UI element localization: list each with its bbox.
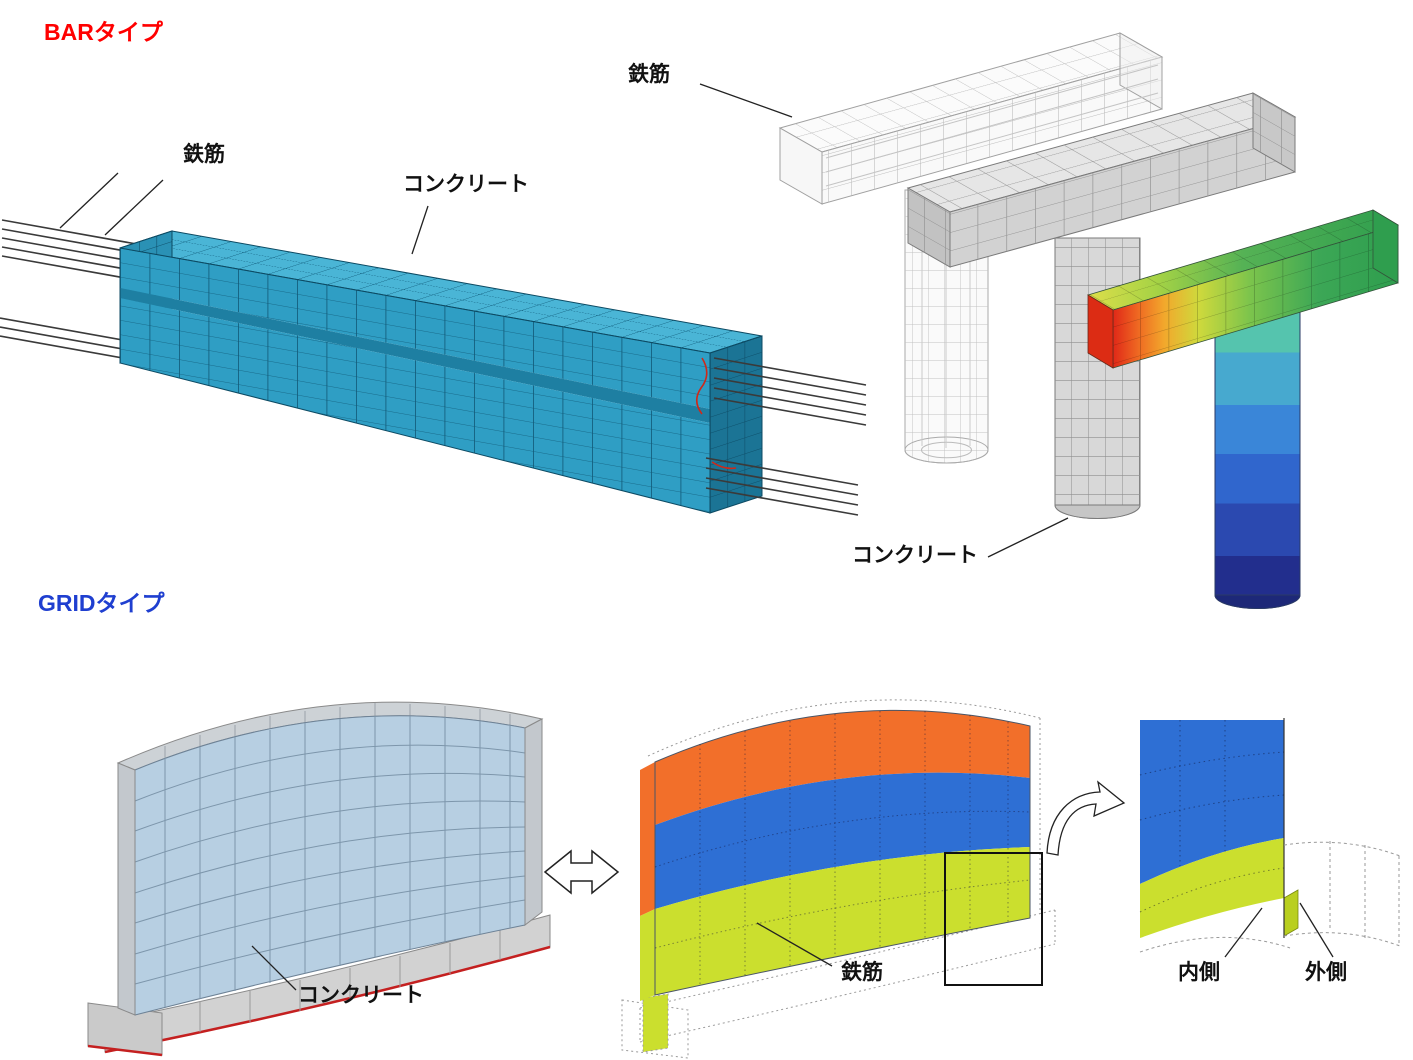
base-red-edge bbox=[104, 945, 551, 1054]
shell-rebar-model bbox=[621, 699, 1056, 1059]
leader-outer-label bbox=[1299, 902, 1334, 958]
shell-concrete-model bbox=[87, 701, 551, 1057]
leader-rebar-shell bbox=[756, 922, 833, 967]
beam-concrete-label: コンクリート bbox=[403, 173, 529, 196]
rebar-detail-view bbox=[1139, 718, 1401, 953]
leader-rebar-left-b bbox=[104, 179, 164, 236]
shell-rebar-label: 鉄筋 bbox=[841, 961, 883, 984]
curved-arrow-icon bbox=[1046, 780, 1126, 856]
pier-concrete-label: コンクリート bbox=[852, 544, 978, 567]
double-arrow-icon bbox=[543, 849, 620, 895]
leader-rebar-pier bbox=[699, 83, 793, 118]
pier-result-model bbox=[1087, 209, 1399, 609]
support-marks-red-2 bbox=[711, 461, 737, 470]
leader-lines bbox=[59, 83, 1334, 991]
inner-side-label: 内側 bbox=[1178, 961, 1220, 984]
rebar-lines-left bbox=[0, 219, 171, 360]
detail-ghost-outline bbox=[1139, 841, 1401, 953]
support-marks-red bbox=[695, 357, 708, 415]
selection-box bbox=[944, 852, 1043, 986]
pier-rebar-label: 鉄筋 bbox=[628, 63, 670, 86]
grid-type-title: GRIDタイプ bbox=[38, 590, 165, 616]
rim-ticks bbox=[164, 703, 511, 758]
leader-rebar-left-a bbox=[59, 172, 119, 229]
leader-inner-label bbox=[1224, 907, 1263, 958]
rebar-cage-lines bbox=[825, 64, 1159, 187]
bar-type-title: BARタイプ bbox=[44, 19, 163, 45]
rebar-mesh-dotted bbox=[654, 711, 1031, 985]
leader-concrete-shell bbox=[251, 945, 297, 991]
beam-rebar-label: 鉄筋 bbox=[183, 143, 225, 166]
detail-mesh-dotted bbox=[1139, 720, 1285, 913]
bar-beam-model bbox=[119, 230, 763, 514]
ghost-concrete-outline bbox=[621, 699, 1056, 1059]
shell-mesh-rows bbox=[134, 744, 526, 985]
pier-solid-model bbox=[906, 92, 1297, 519]
leader-concrete-beam bbox=[411, 205, 429, 255]
shell-concrete-label: コンクリート bbox=[298, 984, 424, 1007]
pier-wireframe-model bbox=[778, 32, 1164, 464]
leader-concrete-pier bbox=[987, 517, 1069, 558]
outer-side-label: 外側 bbox=[1305, 961, 1347, 984]
rebar-lines-right bbox=[705, 357, 867, 516]
